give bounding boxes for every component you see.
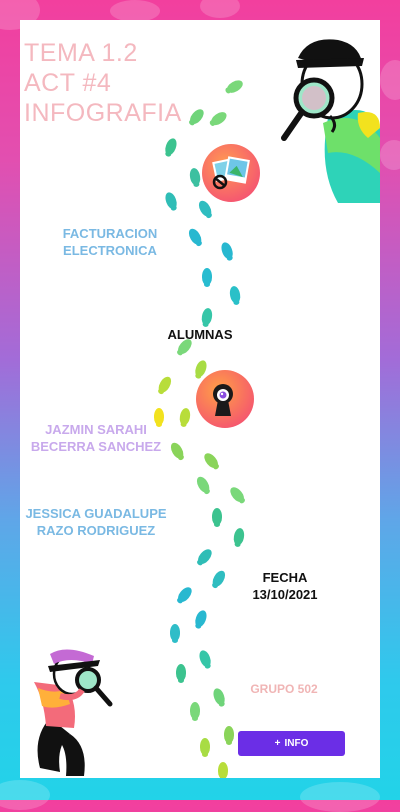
page-title: TEMA 1.2 ACT #4 INFOGRAFIA: [24, 38, 182, 128]
footprint: [187, 106, 207, 127]
footprint: [202, 268, 212, 287]
footprint: [170, 624, 180, 643]
footprint: [197, 648, 213, 669]
magnifying-glass-character-icon: [281, 39, 380, 203]
student-1-line-1: JAZMIN SARAHI: [45, 422, 147, 437]
student-2-line-2: RAZO RODRIGUEZ: [36, 523, 156, 538]
student-2-name: JESSICA GUADALUPE RAZO RODRIGUEZ: [22, 505, 170, 539]
footprint: [163, 136, 179, 157]
footprint: [178, 407, 192, 426]
group-label: GRUPO 502: [250, 682, 318, 696]
photo-gallery-icon: [202, 144, 260, 202]
topic-line-1: FACTURACION: [62, 226, 158, 241]
title-line-3: INFOGRAFIA: [24, 99, 182, 127]
footprint: [211, 686, 227, 707]
infographic-card: TEMA 1.2 ACT #4 INFOGRAFIA: [20, 20, 380, 778]
footprint: [175, 584, 195, 605]
date-block: FECHA 13/10/2021: [230, 569, 340, 603]
detective-character-icon: [34, 649, 113, 776]
footprint: [209, 109, 229, 128]
topic-line-2: ELECTRONICA: [63, 243, 157, 258]
student-2-line-1: JESSICA GUADALUPE: [25, 506, 167, 521]
plus-icon: +: [274, 738, 281, 749]
footprint: [190, 702, 200, 721]
footprint: [224, 726, 234, 745]
student-1-line-2: BECERRA SANCHEZ: [30, 439, 162, 454]
background-blob: [110, 0, 160, 22]
footprint: [195, 546, 215, 567]
info-button[interactable]: + INFO: [238, 731, 345, 756]
footprint: [194, 474, 212, 495]
title-line-2: ACT #4: [24, 69, 112, 97]
footprint: [163, 190, 179, 211]
footprint: [186, 226, 204, 247]
footprint: [232, 527, 246, 546]
date-label: FECHA: [262, 570, 308, 585]
info-button-label: INFO: [284, 738, 309, 749]
background-blob: [380, 60, 400, 100]
background-blob: [0, 780, 50, 810]
footprint: [168, 440, 186, 461]
date-value: 13/10/2021: [252, 587, 318, 602]
footprint: [188, 167, 202, 186]
student-1-name: JAZMIN SARAHI BECERRA SANCHEZ: [22, 421, 170, 455]
title-line-1: TEMA 1.2: [24, 39, 138, 67]
footprint: [201, 450, 221, 471]
topic-label: FACTURACION ELECTRONICA: [55, 225, 165, 259]
background-blob: [200, 0, 240, 18]
footprint: [219, 240, 235, 261]
background-blob: [380, 140, 400, 170]
footprint: [176, 664, 186, 683]
students-heading: ALUMNAS: [167, 327, 233, 342]
footprint: [225, 77, 245, 96]
footprint: [228, 285, 242, 304]
footprint: [156, 374, 174, 395]
footprint: [200, 738, 210, 757]
footprint: [154, 408, 164, 427]
background-blob: [300, 782, 380, 812]
footprint: [227, 484, 247, 505]
footprint: [200, 307, 214, 326]
footprint: [193, 608, 209, 629]
keyhole-icon: [196, 370, 254, 428]
footprint: [210, 568, 228, 589]
footprint: [218, 762, 228, 778]
footprint: [212, 508, 222, 527]
